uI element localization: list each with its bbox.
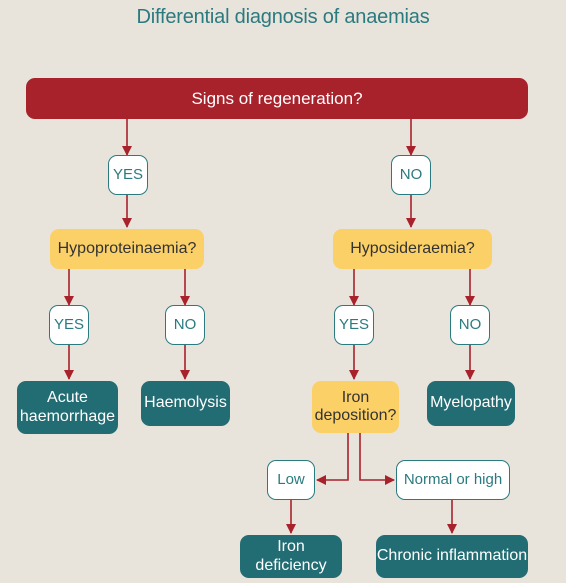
answer-yes-top: YES [108,155,148,195]
arrow-iron-deposition-to-low [316,433,349,485]
myelopathy-node: Myelopathy [427,381,515,426]
haemolysis-label: Haemolysis [144,394,227,412]
hypoproteinaemia-label: Hypoproteinaemia? [57,239,197,257]
iron-deposition-label: Iron deposition? [314,388,397,424]
hyposideraemia-node: Hyposideraemia? [333,229,492,269]
page-title: Differential diagnosis of anaemias [136,6,430,28]
root-question-label: Signs of regeneration? [191,88,363,108]
acute-haemorrhage-label: Acute haemorrhage [19,389,116,425]
acute-haemorrhage-node: Acute haemorrhage [17,381,118,434]
haemolysis-node: Haemolysis [141,381,230,426]
answer-low-label: Low [277,471,305,489]
iron-deficiency-label: Iron deficiency [255,538,327,574]
chronic-inflammation-label: Chronic inflammation [376,547,528,565]
hypoproteinaemia-node: Hypoproteinaemia? [50,229,204,269]
answer-no-top: NO [391,155,431,195]
root-question-node: Signs of regeneration? [26,78,528,119]
answer-yes-top-label: YES [112,166,143,184]
answer-yes-right-label: YES [338,316,369,334]
myelopathy-label: Myelopathy [430,394,512,412]
iron-deposition-node: Iron deposition? [312,381,399,433]
answer-no-right-label: NO [458,316,482,334]
answer-no-right: NO [450,305,490,345]
answer-no-left-label: NO [173,316,197,334]
answer-normal-or-high: Normal or high [396,460,510,500]
chronic-inflammation-node: Chronic inflammation [376,535,528,578]
arrow-iron-deposition-to-normal-high [359,433,395,485]
answer-yes-right: YES [334,305,374,345]
answer-low: Low [267,460,315,500]
answer-yes-left: YES [49,305,89,345]
iron-deficiency-node: Iron deficiency [240,535,342,578]
answer-normal-or-high-label: Normal or high [403,471,503,489]
answer-no-left: NO [165,305,205,345]
answer-yes-left-label: YES [53,316,84,334]
hyposideraemia-label: Hyposideraemia? [350,239,475,257]
answer-no-top-label: NO [399,166,423,184]
